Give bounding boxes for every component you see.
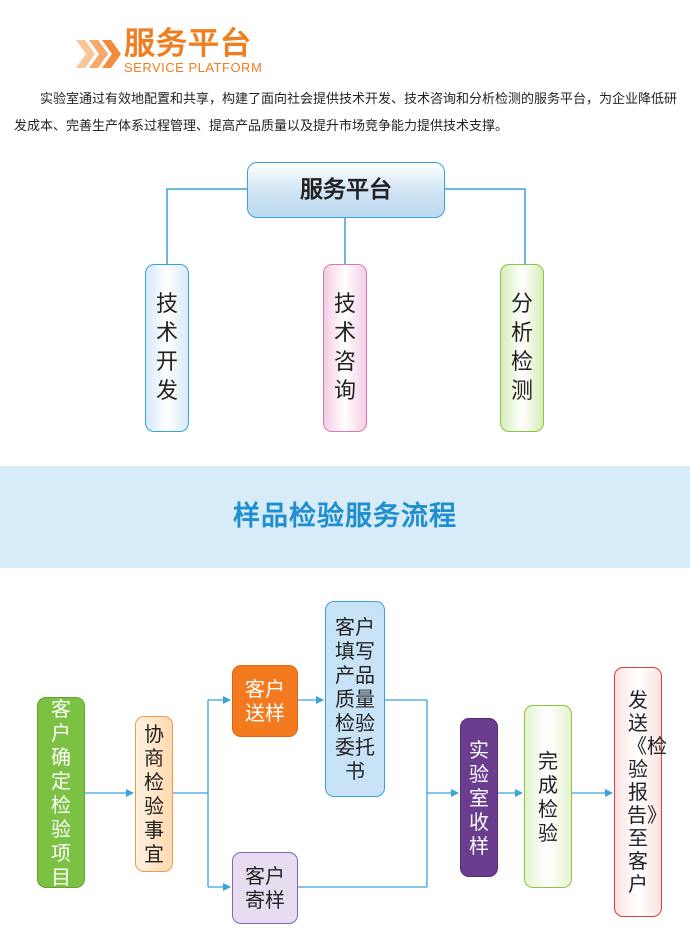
- step-define-items: 客户确定检验项目: [37, 696, 85, 889]
- process-title: 样品检验服务流程: [233, 501, 457, 532]
- platform-root-box: 服务平台: [247, 162, 445, 218]
- step-label: 实验室收样: [469, 737, 489, 858]
- step-mail-sample: 客户寄样: [232, 852, 298, 924]
- step-label: 完成检验: [538, 748, 558, 845]
- branch-label: 分析检测: [510, 292, 533, 404]
- page-subtitle: SERVICE PLATFORM: [124, 60, 263, 75]
- step-deliver-sample: 客户送样: [232, 665, 298, 737]
- platform-branch-development: 技术开发: [145, 264, 189, 432]
- step-lab-receive: 实验室收样: [460, 718, 498, 877]
- step-negotiate: 协商检验事宜: [135, 716, 173, 872]
- page-title: 服务平台: [124, 26, 252, 62]
- step-fill-form: 客户填写产品质量检验委托书: [325, 601, 385, 797]
- platform-branch-testing: 分析检测: [500, 264, 544, 432]
- step-label: 发送《检验报告》至客户: [627, 687, 667, 896]
- intro-paragraph: 实验室通过有效地配置和共享，构建了面向社会提供技术开发、技术咨询和分析检测的服务…: [14, 92, 678, 134]
- step-label: 协商检验事宜: [144, 722, 164, 866]
- process-title-band: [0, 466, 690, 568]
- step-label: 客户确定检验项目: [51, 696, 71, 889]
- step-label: 客户寄样: [245, 864, 285, 912]
- chevron-arrows-icon: [76, 40, 121, 68]
- platform-branch-consulting: 技术咨询: [323, 264, 367, 432]
- branch-label: 技术咨询: [333, 292, 356, 404]
- step-complete-test: 完成检验: [524, 705, 572, 888]
- branch-label: 技术开发: [155, 292, 178, 404]
- flow-lines: [83, 696, 613, 891]
- step-label: 客户送样: [245, 677, 285, 725]
- platform-tree-lines: [166, 188, 526, 264]
- step-send-report: 发送《检验报告》至客户: [614, 667, 667, 917]
- step-label: 客户填写产品质量检验委托书: [335, 615, 375, 783]
